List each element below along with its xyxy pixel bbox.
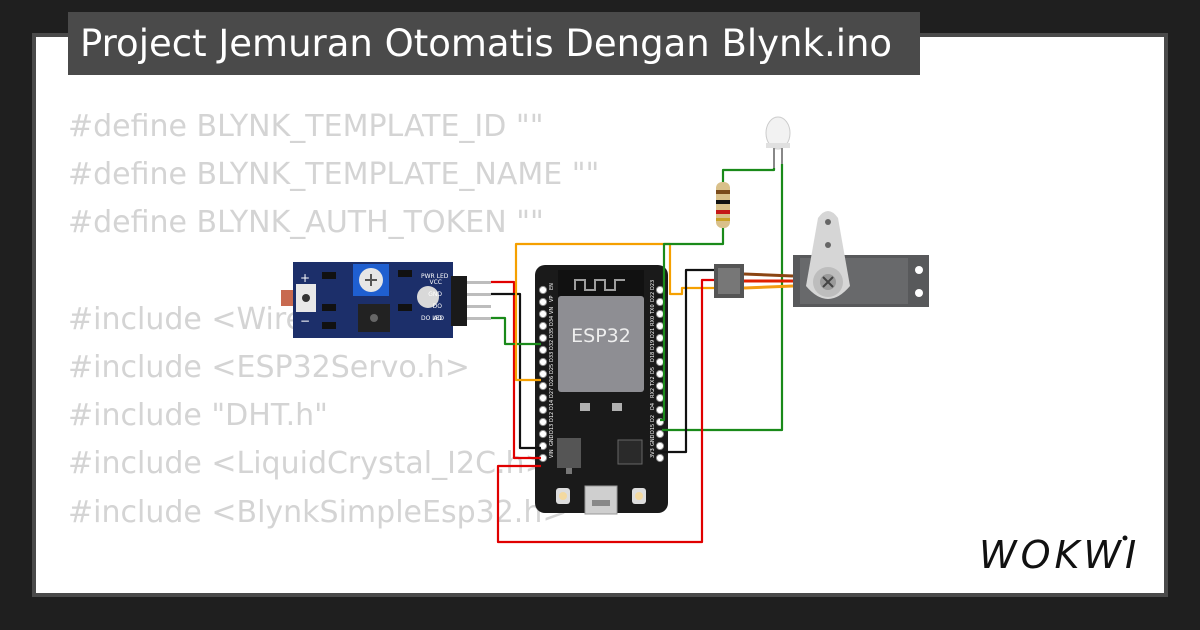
esp32-left-pin[interactable] <box>538 369 548 379</box>
esp32-left-pin[interactable] <box>538 393 548 403</box>
esp32-right-pin-label: D21 <box>650 328 656 338</box>
esp32-left-pin[interactable] <box>538 285 548 295</box>
esp32-right-pin-label: D2 <box>650 415 656 422</box>
wokwi-logo-icon: WOKWI <box>979 533 1140 576</box>
esp32-right-pin[interactable] <box>655 453 665 463</box>
ldr-plus-sign: + <box>300 271 310 285</box>
esp32-right-pin[interactable] <box>655 333 665 343</box>
esp32-left-pin-label: D35 <box>549 328 555 338</box>
esp32-left-pin-label: D25 <box>549 364 555 374</box>
esp32-right-pin-label: TX2 <box>650 376 656 387</box>
esp32-left-pin[interactable] <box>538 297 548 307</box>
esp32-right-pin-label: TX0 <box>650 304 656 315</box>
ldr-module-icon[interactable]: + − PWR LED DO LED VCC GND DO AO <box>281 262 491 338</box>
esp32-left-pin-label: D34 <box>549 316 555 326</box>
esp32-left-pin-label: GND <box>549 434 555 446</box>
pwr-led-label: PWR LED <box>421 273 449 280</box>
esp32-right-pin[interactable] <box>655 369 665 379</box>
project-title: Project Jemuran Otomatis Dengan Blynk.in… <box>68 12 920 75</box>
esp32-left-pin[interactable] <box>538 429 548 439</box>
esp32-right-pin-label: 3V3 <box>650 448 656 458</box>
esp32-right-pin-label: D22 <box>650 292 656 302</box>
code-line: #include "DHT.h" <box>68 398 328 434</box>
esp32-label: ESP32 <box>571 325 631 347</box>
code-line: #define BLYNK_TEMPLATE_ID "" <box>68 109 544 144</box>
esp32-left-pin-label: VP <box>549 296 555 302</box>
ldr-pin-vcc: VCC <box>430 279 442 286</box>
code-line: #include <Wire.h> <box>68 301 358 337</box>
esp32-right-pin-label: RX2 <box>650 388 656 398</box>
esp32-left-pin[interactable] <box>538 309 548 319</box>
esp32-right-pin[interactable] <box>655 381 665 391</box>
esp32-left-pin[interactable] <box>538 381 548 391</box>
esp32-right-pin[interactable] <box>655 345 665 355</box>
ldr-pin-ao: AO <box>433 315 442 322</box>
code-line: #include <ESP32Servo.h> <box>68 349 470 385</box>
code-line: #include <BlynkSimpleEsp32.h> <box>68 494 568 530</box>
esp32-right-pin[interactable] <box>655 285 665 295</box>
esp32-board-icon[interactable]: ESP32 ENVPVND34D35D32D33D25D26D27D14D12D… <box>535 265 668 515</box>
esp32-left-pin[interactable] <box>538 321 548 331</box>
esp32-right-pin[interactable] <box>655 429 665 439</box>
ldr-minus-sign: − <box>300 314 310 328</box>
esp32-left-pin-label: D12 <box>549 412 555 422</box>
diagram-canvas[interactable]: #define BLYNK_TEMPLATE_ID "" #define BLYN… <box>36 37 1164 593</box>
esp32-right-pin[interactable] <box>655 357 665 367</box>
esp32-left-pin[interactable] <box>538 417 548 427</box>
code-preview: #define BLYNK_TEMPLATE_ID "" #define BLYN… <box>68 103 1164 593</box>
code-line: #include <LiquidCrystal_I2C.h> <box>68 446 550 482</box>
esp32-right-pin-label: D19 <box>650 340 656 350</box>
esp32-left-pin-label: D13 <box>549 424 555 434</box>
code-line: #define BLYNK_PRINT Serial // Comment th… <box>68 585 1164 593</box>
esp32-right-pin[interactable] <box>655 321 665 331</box>
esp32-left-pin-label: EN <box>549 283 555 290</box>
esp32-left-pin-label: D26 <box>549 376 555 386</box>
circuit-diagram[interactable]: ESP32 ENVPVND34D35D32D33D25D26D27D14D12D… <box>36 37 1164 593</box>
logo-text: WOKWI <box>979 533 1140 576</box>
esp32-right-pin-label: D4 <box>650 403 656 410</box>
esp32-left-pin-label: D33 <box>549 352 555 362</box>
led-icon[interactable] <box>765 116 791 168</box>
esp32-left-pin-label: D32 <box>549 340 555 350</box>
resistor-icon[interactable] <box>716 182 730 228</box>
esp32-right-pin-label: D23 <box>650 280 656 290</box>
esp32-right-pin[interactable] <box>655 297 665 307</box>
esp32-right-pin[interactable] <box>655 393 665 403</box>
esp32-right-pin-label: D18 <box>650 352 656 362</box>
esp32-right-pin-label: RX0 <box>650 316 656 326</box>
do-led-label: DO LED <box>421 315 444 322</box>
esp32-left-pin[interactable] <box>538 441 548 451</box>
code-line: #define BLYNK_TEMPLATE_NAME "" <box>68 157 600 193</box>
esp32-left-pin-label: D14 <box>549 400 555 410</box>
esp32-left-pin-label: VIN <box>549 449 555 458</box>
esp32-left-pin[interactable] <box>538 333 548 343</box>
esp32-right-pin-label: GND <box>650 434 656 446</box>
code-line: #define BLYNK_AUTH_TOKEN "" <box>68 205 544 241</box>
ldr-pin-gnd: GND <box>428 291 442 298</box>
esp32-left-pin[interactable] <box>538 405 548 415</box>
esp32-left-pin-label: D27 <box>549 388 555 398</box>
esp32-right-pin-label: D5 <box>650 367 656 374</box>
ldr-pin-do: DO <box>433 303 443 310</box>
esp32-left-pin[interactable] <box>538 345 548 355</box>
esp32-right-pin-label: D15 <box>650 424 656 434</box>
esp32-right-pin[interactable] <box>655 441 665 451</box>
esp32-left-pin[interactable] <box>538 357 548 367</box>
wires <box>491 164 794 544</box>
esp32-right-pin[interactable] <box>655 309 665 319</box>
servo-icon[interactable] <box>714 211 929 307</box>
esp32-right-pin[interactable] <box>655 405 665 415</box>
esp32-left-pin-label: VN <box>549 307 555 314</box>
